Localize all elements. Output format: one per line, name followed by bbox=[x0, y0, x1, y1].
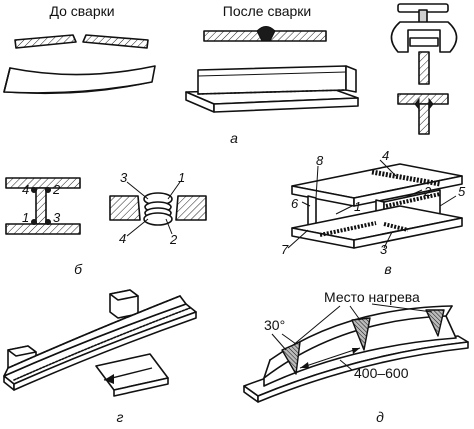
after-welding-label: После сварки bbox=[223, 3, 312, 19]
box-beam bbox=[287, 159, 463, 249]
callout-b-left-3: 3 bbox=[53, 210, 61, 225]
clamp-fixture bbox=[390, 3, 458, 135]
callout-v-4: 4 bbox=[382, 148, 389, 163]
plates-after-welding bbox=[203, 26, 327, 42]
callout-b-left-2: 2 bbox=[52, 182, 61, 197]
bent-beam-press bbox=[3, 289, 197, 397]
bent-plate bbox=[3, 65, 156, 95]
callout-v-7: 7 bbox=[281, 242, 289, 257]
callout-b-right-3: 3 bbox=[120, 170, 128, 185]
callout-b-right-4: 4 bbox=[119, 231, 126, 246]
welded-t-beam bbox=[185, 65, 359, 113]
panel-g-label: г bbox=[117, 409, 124, 425]
callout-v-5: 5 bbox=[458, 184, 466, 199]
callout-b-left-1: 1 bbox=[22, 210, 29, 225]
before-welding-label: До сварки bbox=[49, 3, 114, 19]
callout-v-3: 3 bbox=[380, 242, 388, 257]
callout-v-6: 6 bbox=[291, 196, 299, 211]
callout-b-right-2: 2 bbox=[169, 232, 178, 247]
i-beam-section bbox=[5, 177, 81, 235]
panel-b-label: б bbox=[74, 261, 83, 277]
plates-before-welding bbox=[14, 34, 149, 49]
heating-place-label: Место нагрева bbox=[324, 289, 420, 305]
panel-d-label: д bbox=[376, 409, 384, 425]
callout-v-2: 2 bbox=[423, 184, 432, 199]
callout-v-1: 1 bbox=[354, 199, 361, 214]
arched-beam-heating bbox=[243, 303, 469, 403]
callout-b-right-1: 1 bbox=[178, 170, 185, 185]
callout-v-8: 8 bbox=[316, 153, 324, 168]
panel-a-label: а bbox=[230, 130, 238, 146]
angle-label: 30° bbox=[264, 317, 285, 333]
callout-b-left-4: 4 bbox=[22, 182, 29, 197]
panel-v-label: в bbox=[384, 261, 391, 277]
range-label: 400–600 bbox=[354, 365, 409, 381]
multipass-weld-section bbox=[109, 181, 207, 237]
